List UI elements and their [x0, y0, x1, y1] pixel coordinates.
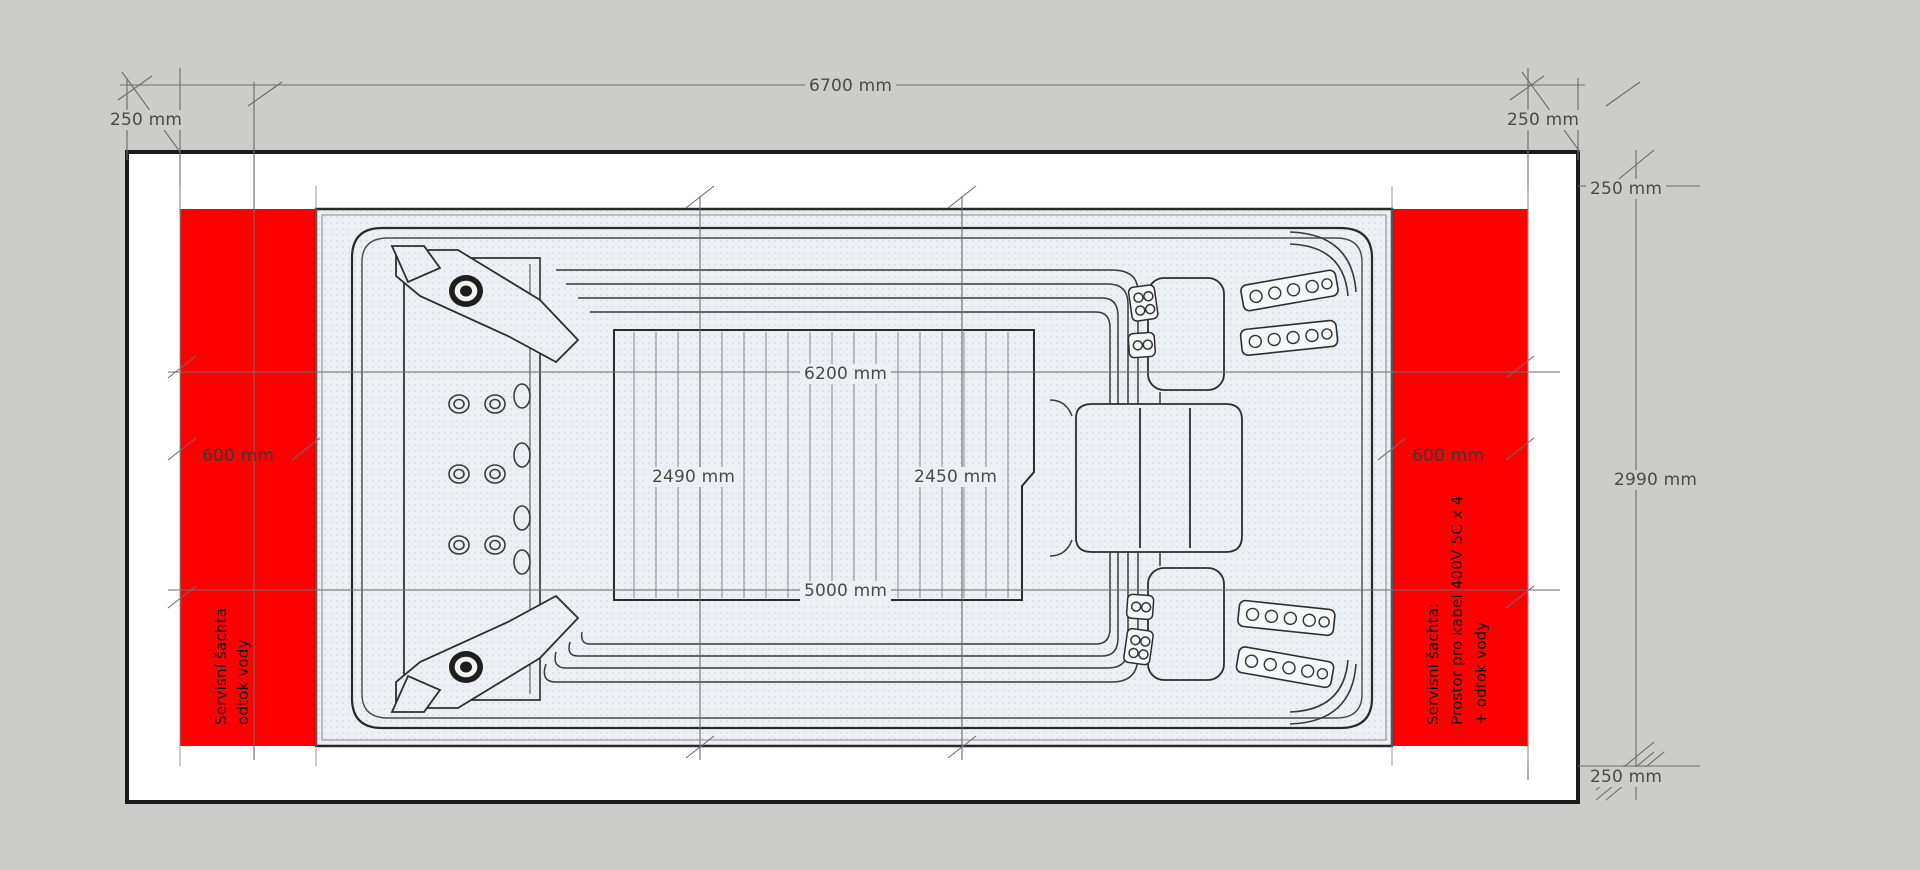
dim-left-zone-width: 600 mm	[202, 446, 275, 466]
swim-channel-loops	[543, 269, 1139, 683]
dim-segment-right: 2450 mm	[910, 467, 1002, 487]
dim-overall-width: 6700 mm	[805, 76, 897, 96]
jet-panel-bottom-right-b	[1235, 646, 1335, 689]
service-zone-left	[180, 209, 316, 746]
pool-body-inner-line	[361, 237, 1363, 719]
annotation-right-line2: Prostor pro kabel 400V 5C x 4	[1448, 495, 1466, 725]
nozzle-top-left	[390, 245, 580, 364]
jet-cluster-right-upper	[1127, 284, 1159, 359]
nozzle-bottom-left-port	[449, 651, 483, 683]
dim-bottom-offset: 250 mm	[1586, 767, 1667, 787]
dim-overall-height: 2990 mm	[1610, 470, 1702, 490]
jet-cluster-right-lower	[1123, 593, 1155, 666]
dim-right-zone-width: 600 mm	[1412, 446, 1485, 466]
service-zone-right	[1392, 209, 1528, 746]
dim-top-offset: 250 mm	[1586, 179, 1667, 199]
central-floor-panel	[613, 329, 1035, 601]
dim-inner-length: 6200 mm	[800, 364, 892, 384]
seat-upper-right	[1147, 277, 1225, 391]
jet-panel-top-right-a	[1240, 269, 1339, 312]
annotation-right-line3: + odtok vody	[1472, 621, 1490, 725]
dim-right-offset: 250 mm	[1503, 110, 1584, 130]
seat-lower-right	[1147, 567, 1225, 681]
dim-segment-left: 2490 mm	[648, 467, 740, 487]
seat-mid-right	[1075, 403, 1243, 553]
zone-guide-lines	[179, 186, 1529, 766]
dim-left-offset: 250 mm	[106, 110, 187, 130]
annotation-right-line1: Servisní šachta:	[1424, 602, 1442, 725]
jet-panel-bottom-right-a	[1237, 599, 1336, 637]
jet-panel-top-right-b	[1239, 319, 1339, 357]
nozzle-top-left-port	[449, 275, 483, 307]
seat-connector-arcs	[1049, 392, 1161, 566]
left-jet-holes	[448, 383, 531, 575]
annotation-left-line2: odtok vody	[234, 639, 252, 725]
corner-fillets	[1289, 231, 1357, 725]
nozzle-bottom-left	[390, 594, 580, 713]
annotation-left-line1: Servisní šachta	[212, 607, 230, 725]
dim-inner-length-lower: 5000 mm	[800, 581, 892, 601]
